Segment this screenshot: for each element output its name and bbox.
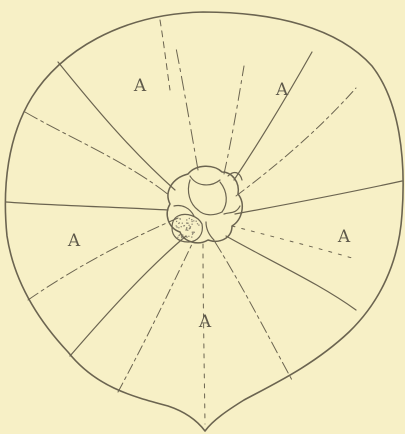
stipple-dot <box>186 237 187 238</box>
stipple-dot <box>188 236 189 237</box>
stipple-dot <box>178 235 179 236</box>
stipple-dot <box>189 228 190 229</box>
stipple-dot <box>182 234 183 235</box>
stipple-dot <box>191 236 192 237</box>
stipple-dot <box>198 224 199 225</box>
stipple-dot <box>176 221 177 222</box>
stipple-dot <box>182 238 183 239</box>
stipple-dot <box>191 224 192 225</box>
stipple-dot <box>197 223 198 224</box>
stipple-dot <box>183 225 184 226</box>
stipple-dot <box>187 230 188 231</box>
stipple-dot <box>186 228 187 229</box>
segment-label-a: A <box>67 231 81 251</box>
stipple-dot <box>196 221 197 222</box>
stipple-dot <box>177 237 178 238</box>
segment-label-a: A <box>337 227 351 247</box>
stipple-dot <box>178 227 179 228</box>
stipple-dot <box>179 222 180 223</box>
stipple-dot <box>176 225 177 226</box>
stipple-dot <box>179 218 180 219</box>
stipple-dot <box>193 220 194 221</box>
stipple-dot <box>182 223 183 224</box>
stipple-dot <box>192 233 193 234</box>
stipple-dot <box>181 236 182 237</box>
segment-label-a: A <box>275 80 289 100</box>
stipple-dot <box>191 221 192 222</box>
stipple-dot <box>191 219 192 220</box>
segment-label-a: A <box>133 76 147 96</box>
stipple-dot <box>188 225 189 226</box>
stipple-dot <box>181 226 182 227</box>
stipple-dot <box>189 218 190 219</box>
stipple-dot <box>185 229 186 230</box>
segment-label-a: A <box>198 312 212 332</box>
stipple-dot <box>186 227 187 228</box>
stipple-dot <box>186 219 187 220</box>
stipple-dot <box>187 223 188 224</box>
stipple-dot <box>181 237 182 238</box>
stipple-dot <box>193 231 194 232</box>
stipple-dot <box>176 226 177 227</box>
